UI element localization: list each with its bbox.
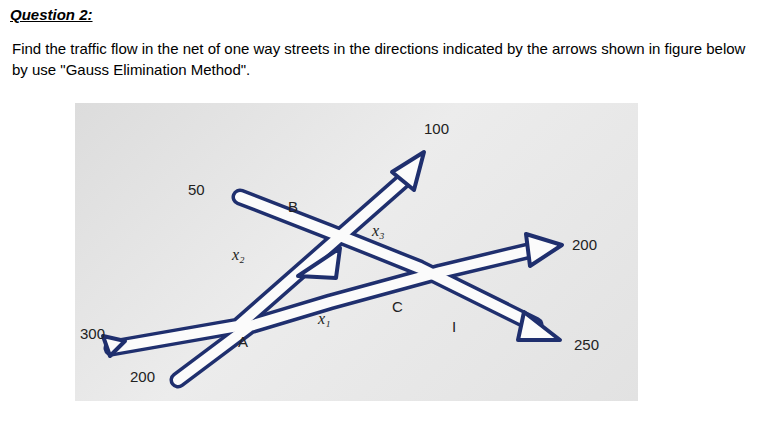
flow-number: 100 xyxy=(424,120,449,137)
flow-number: 50 xyxy=(188,181,205,198)
flow-variable: x₁ xyxy=(318,310,331,328)
flow-variable: x₂ xyxy=(232,246,245,264)
flow-number: 200 xyxy=(572,236,597,253)
question-text: Find the traffic flow in the net of one … xyxy=(12,38,762,80)
flow-variable: x₃ xyxy=(372,222,385,240)
mark-letter: I xyxy=(452,318,456,335)
junction-letter: B xyxy=(288,198,298,215)
question-heading: Question 2: xyxy=(10,6,93,23)
flow-number: 300 xyxy=(80,325,105,342)
junction-letter: C xyxy=(392,298,403,315)
flow-number: 250 xyxy=(574,336,599,353)
junction-letter: A xyxy=(238,333,248,350)
flow-number: 200 xyxy=(130,368,155,385)
